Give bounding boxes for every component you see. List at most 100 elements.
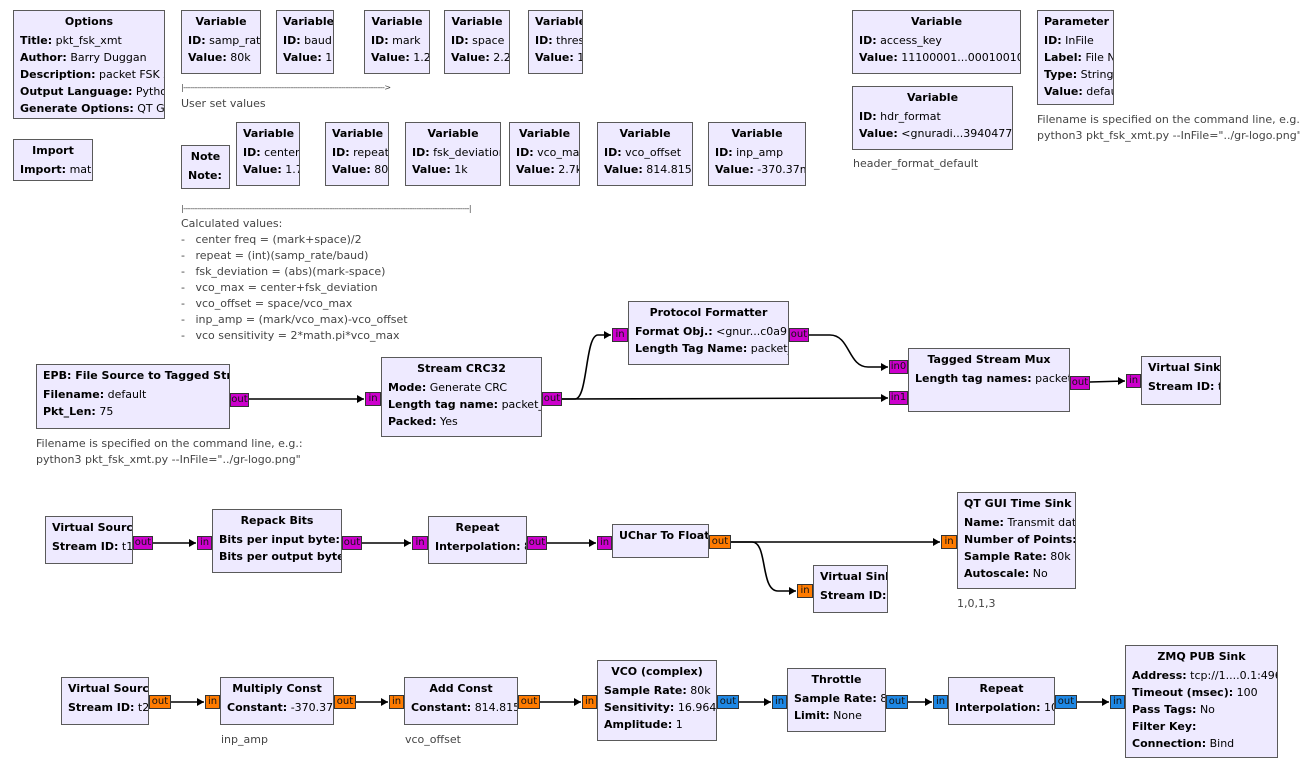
- output-port[interactable]: out: [133, 536, 153, 550]
- input-port[interactable]: in: [389, 695, 404, 709]
- param-value: tcp://1....0.1:49601: [1190, 669, 1277, 682]
- input-port[interactable]: in: [941, 535, 957, 549]
- param-key: ID:: [188, 34, 206, 47]
- param-row: ID: vco_max: [516, 144, 579, 161]
- output-port[interactable]: out: [230, 393, 249, 407]
- calculated-values-line: - vco_offset = space/vco_max: [181, 297, 353, 310]
- block-title: Variable: [518, 127, 571, 140]
- param-value: Bind: [1209, 737, 1235, 750]
- wire-arrowhead: [925, 698, 932, 706]
- output-port[interactable]: out: [149, 695, 171, 709]
- output-port[interactable]: out: [789, 328, 809, 342]
- output-port[interactable]: out: [527, 536, 547, 550]
- output-port[interactable]: out: [1055, 695, 1077, 709]
- input-port[interactable]: in: [412, 536, 428, 550]
- output-port[interactable]: out: [518, 695, 540, 709]
- user-set-label: User set values: [181, 97, 266, 110]
- param-key: Stream ID:: [1148, 380, 1215, 393]
- output-port[interactable]: out: [717, 695, 739, 709]
- param-key: Sensitivity:: [604, 701, 675, 714]
- epb-file-source-block[interactable]: EPB: File Source to Tagged StreamFilenam…: [36, 364, 230, 429]
- input-port[interactable]: in1: [889, 391, 908, 405]
- param-row: Bits per output byte: 1: [219, 548, 341, 565]
- block-title: Repack Bits: [240, 514, 314, 527]
- input-port[interactable]: in: [797, 584, 813, 598]
- param-row: Number of Points: 2.048k: [964, 531, 1075, 548]
- input-port[interactable]: in: [582, 695, 597, 709]
- output-port[interactable]: out: [886, 695, 908, 709]
- output-port[interactable]: out: [709, 535, 731, 549]
- param-key: ID:: [1044, 34, 1062, 47]
- block-title: Options: [64, 15, 114, 28]
- input-port[interactable]: in0: [889, 360, 908, 374]
- input-port[interactable]: in: [772, 695, 787, 709]
- param-key: Name:: [964, 516, 1004, 529]
- input-port[interactable]: in: [1110, 695, 1125, 709]
- param-row: Type: String: [1044, 66, 1113, 83]
- output-port[interactable]: out: [542, 392, 562, 406]
- input-port[interactable]: in: [933, 695, 948, 709]
- input-port[interactable]: in: [612, 328, 628, 342]
- input-port[interactable]: in: [597, 536, 612, 550]
- block-title: Variable: [906, 91, 959, 104]
- output-port[interactable]: out: [334, 695, 356, 709]
- output-port[interactable]: out: [342, 536, 362, 550]
- uchar-to-float-block[interactable]: UChar To Float: [612, 524, 709, 558]
- param-row: ID: inp_amp: [715, 144, 799, 161]
- input-port[interactable]: in: [1126, 374, 1141, 388]
- connection-wire: [809, 334, 888, 368]
- param-row: Sample Rate: 80k: [604, 682, 711, 699]
- param-key: Stream ID:: [820, 589, 887, 602]
- param-key: Value:: [516, 163, 555, 176]
- wire-arrowhead: [381, 698, 388, 706]
- param-value: mark: [392, 34, 421, 47]
- input-port[interactable]: in: [205, 695, 220, 709]
- calculated-values-line: - center freq = (mark+space)/2: [181, 233, 362, 246]
- param-value: 2.7k: [558, 163, 580, 176]
- calculated-values-line: - vco sensitivity = 2*math.pi*vco_max: [181, 329, 400, 342]
- input-port[interactable]: in: [197, 536, 212, 550]
- output-port[interactable]: out: [1070, 376, 1090, 390]
- block-title: QT GUI Time Sink: [964, 497, 1072, 510]
- param-row: Amplitude: 1: [604, 716, 710, 733]
- param-row: ID: InFile: [1044, 32, 1107, 49]
- param-value: InFile: [1065, 34, 1094, 47]
- param-value: vco_offset: [625, 146, 682, 159]
- input-port[interactable]: in: [365, 392, 381, 406]
- param-row: Value: 2.2k: [451, 49, 509, 66]
- param-value: 1: [577, 51, 582, 64]
